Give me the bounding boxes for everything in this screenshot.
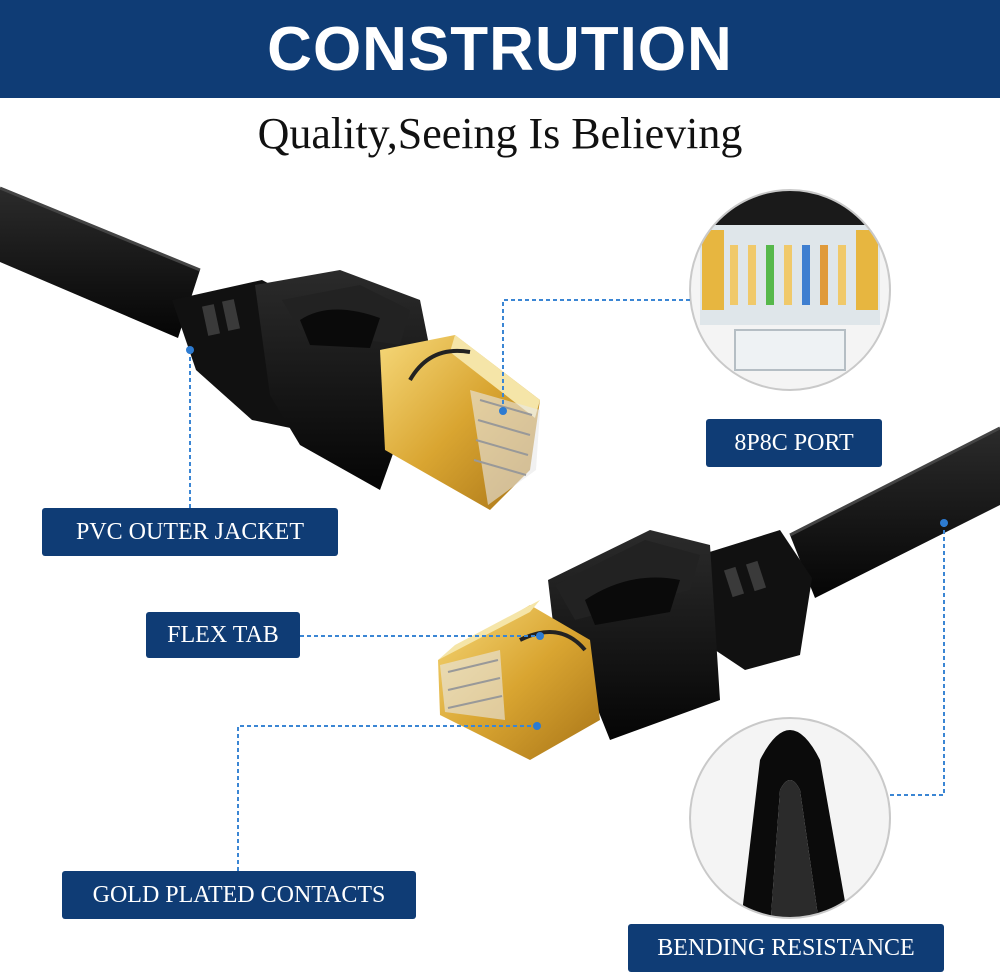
label-8p8c-port: 8P8C PORT [706,419,882,467]
lower-flat-cable [789,426,1000,598]
upper-gold-plug [380,335,540,510]
label-bending-resistance: BENDING RESISTANCE [628,924,944,972]
callout-lines [189,299,945,871]
label-gold-plated-contacts: GOLD PLATED CONTACTS [62,871,416,919]
page-subtitle: Quality,Seeing Is Believing [257,109,743,158]
bending-closeup-circle [689,717,891,919]
callout-dots [186,346,948,730]
label-pvc-outer-jacket: PVC OUTER JACKET [42,508,338,556]
header-banner: CONSTRUTION [0,0,1000,98]
upper-flat-cable [0,186,201,338]
label-flex-tab: FLEX TAB [146,612,300,658]
page-title: CONSTRUTION [267,14,733,84]
lower-gold-plug [438,600,600,760]
port-closeup-circle [689,189,891,391]
